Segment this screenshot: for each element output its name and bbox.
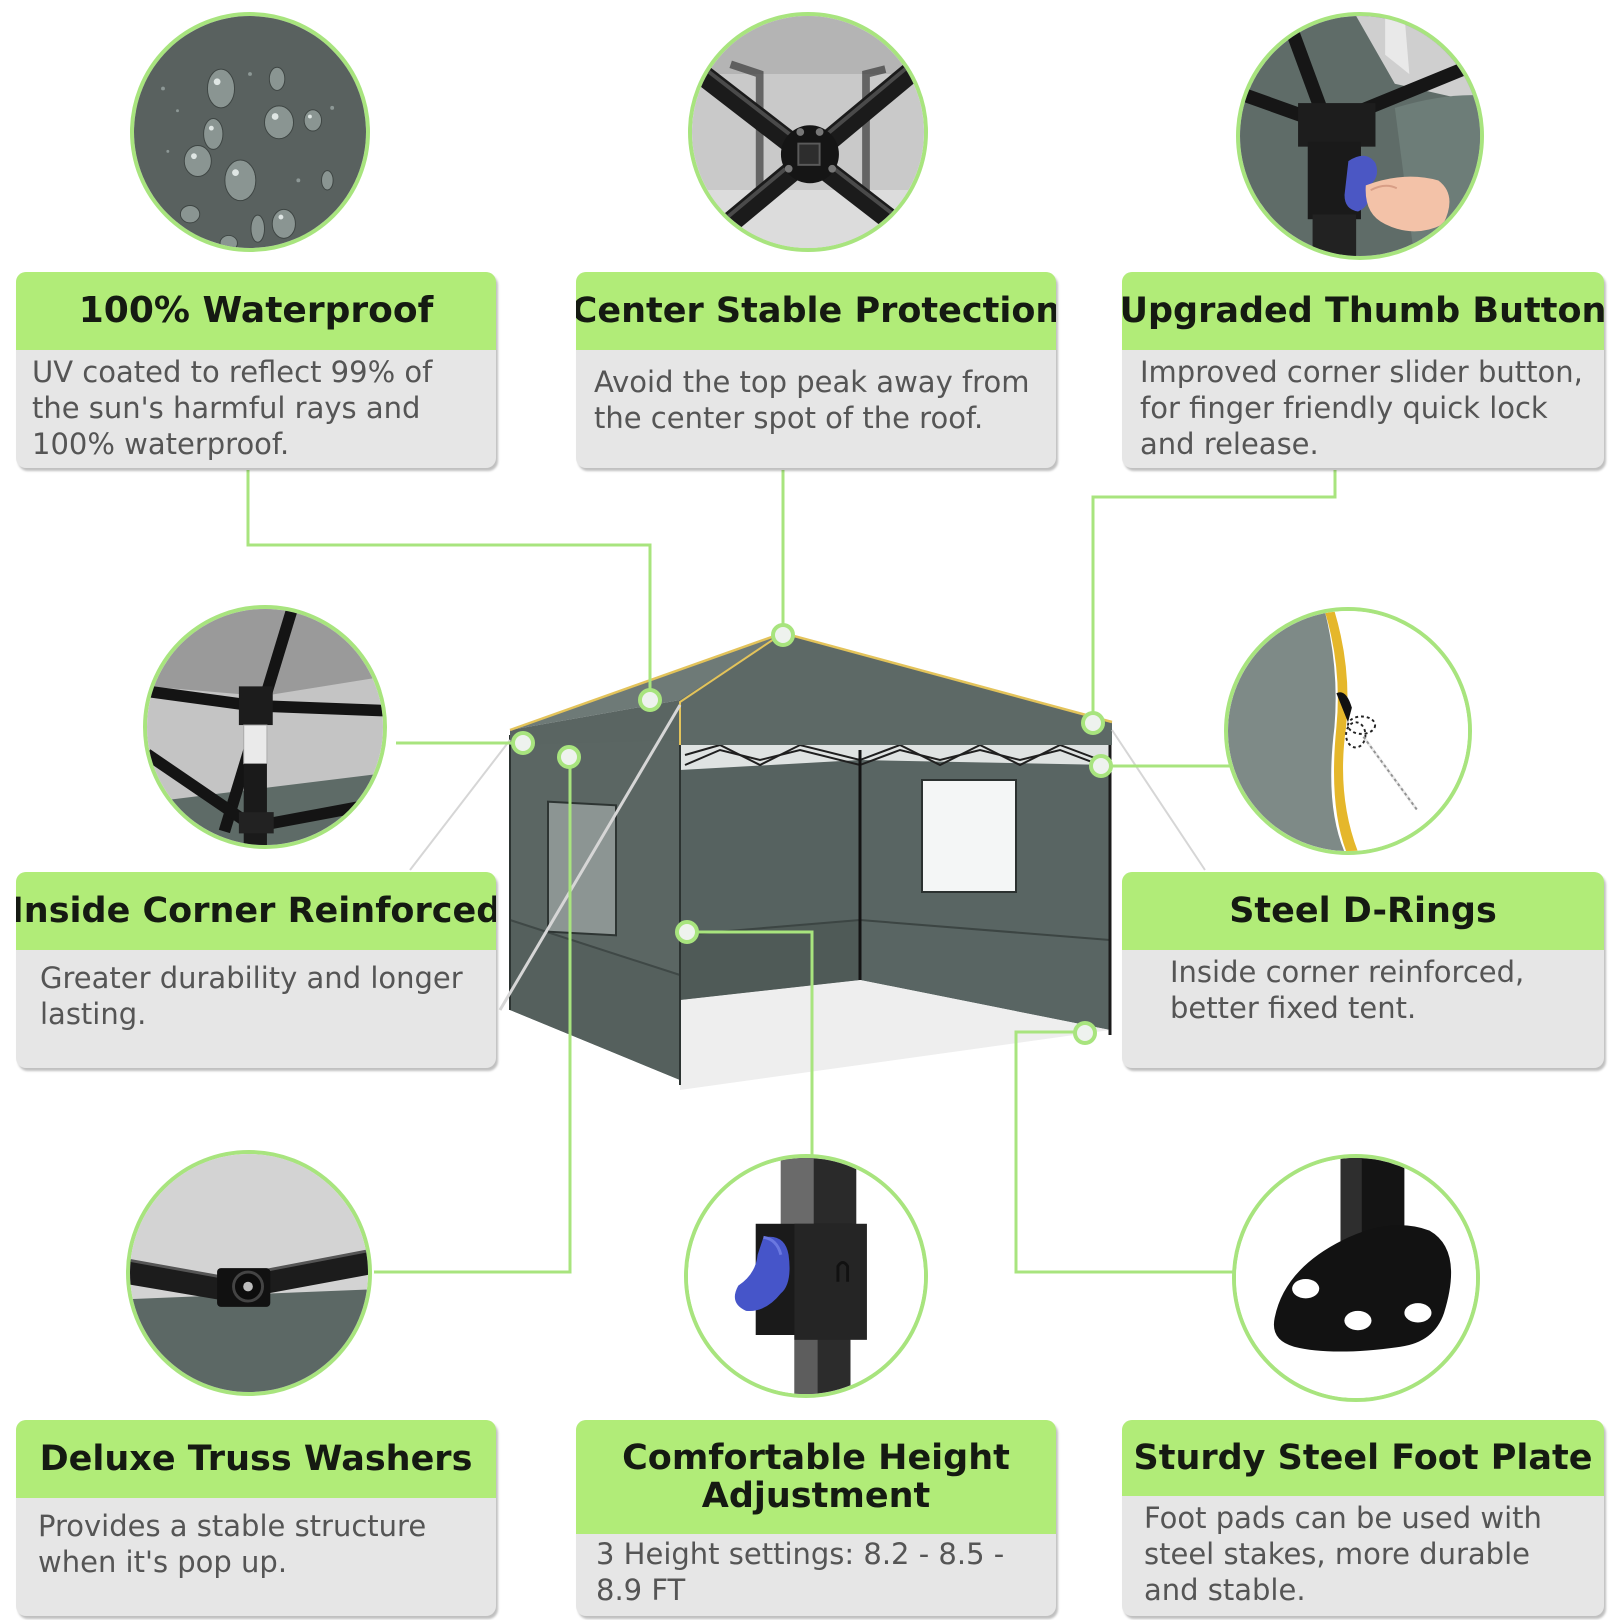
feature-card-truss-washers: Deluxe Truss Washers Provides a stable s… <box>16 1420 496 1616</box>
feature-description: Greater durability and longer lasting. <box>40 961 463 1031</box>
waterproof-photo <box>130 12 370 252</box>
feature-title: 100% Waterproof <box>16 272 496 350</box>
feature-title: Center Stable Protection <box>576 272 1056 350</box>
corner-bracket-icon <box>147 609 383 845</box>
center-hub-icon <box>692 16 924 248</box>
foot-plate-icon <box>1236 1158 1476 1398</box>
hotspot-height-adjust[interactable] <box>675 920 699 944</box>
connector-lines <box>246 470 1337 1274</box>
height-lock-icon <box>688 1158 924 1394</box>
feature-card-center-stable: Center Stable Protection Avoid the top p… <box>576 272 1056 468</box>
thumb-button-photo <box>1236 12 1484 260</box>
feature-card-height-adjust: Comfortable Height Adjustment 3 Height s… <box>576 1420 1056 1616</box>
feature-title: Inside Corner Reinforced <box>16 872 496 950</box>
feature-description: Provides a stable structure when it's po… <box>38 1509 427 1579</box>
feature-title: Upgraded Thumb Button <box>1122 272 1604 350</box>
feature-card-thumb-button: Upgraded Thumb Button Improved corner sl… <box>1122 272 1604 468</box>
hotspot-center-stable[interactable] <box>771 623 795 647</box>
hotspot-d-rings[interactable] <box>1089 754 1113 778</box>
feature-description: 3 Height settings: 8.2 - 8.5 - 8.9 FT <box>596 1537 1005 1607</box>
center-hub-photo <box>688 12 928 252</box>
hotspot-truss-washers[interactable] <box>557 745 581 769</box>
feature-title: Comfortable Height Adjustment <box>576 1420 1056 1534</box>
truss-washer-icon <box>130 1154 368 1392</box>
foot-plate-photo <box>1232 1154 1480 1402</box>
feature-description: Avoid the top peak away from the center … <box>594 365 1030 435</box>
feature-card-waterproof: 100% Waterproof UV coated to reflect 99%… <box>16 272 496 468</box>
feature-description: Inside corner reinforced, better fixed t… <box>1170 955 1525 1025</box>
hotspot-thumb-button[interactable] <box>1081 711 1105 735</box>
feature-card-d-rings: Steel D-Rings Inside corner reinforced, … <box>1122 872 1604 1068</box>
feature-title: Deluxe Truss Washers <box>16 1420 496 1498</box>
feature-description: UV coated to reflect 99% of the sun's ha… <box>32 355 433 461</box>
thumb-button-icon <box>1240 16 1480 256</box>
feature-card-inside-corner: Inside Corner Reinforced Greater durabil… <box>16 872 496 1068</box>
feature-title: Steel D-Rings <box>1122 872 1604 950</box>
hotspot-inside-corner[interactable] <box>511 731 535 755</box>
d-ring-rope-icon <box>1228 611 1468 851</box>
feature-title: Sturdy Steel Foot Plate <box>1122 1420 1604 1496</box>
hotspot-foot-plate[interactable] <box>1073 1021 1097 1045</box>
hotspot-waterproof[interactable] <box>638 688 662 712</box>
height-lock-photo <box>684 1154 928 1398</box>
water-droplets-icon <box>134 16 366 248</box>
d-ring-rope-photo <box>1224 607 1472 855</box>
feature-card-foot-plate: Sturdy Steel Foot Plate Foot pads can be… <box>1122 1420 1604 1616</box>
corner-bracket-photo <box>143 605 387 849</box>
feature-description: Improved corner slider button, for finge… <box>1140 355 1583 461</box>
feature-description: Foot pads can be used with steel stakes,… <box>1144 1501 1542 1607</box>
hotspot-markers <box>511 623 1113 1045</box>
truss-washer-photo <box>126 1150 372 1396</box>
